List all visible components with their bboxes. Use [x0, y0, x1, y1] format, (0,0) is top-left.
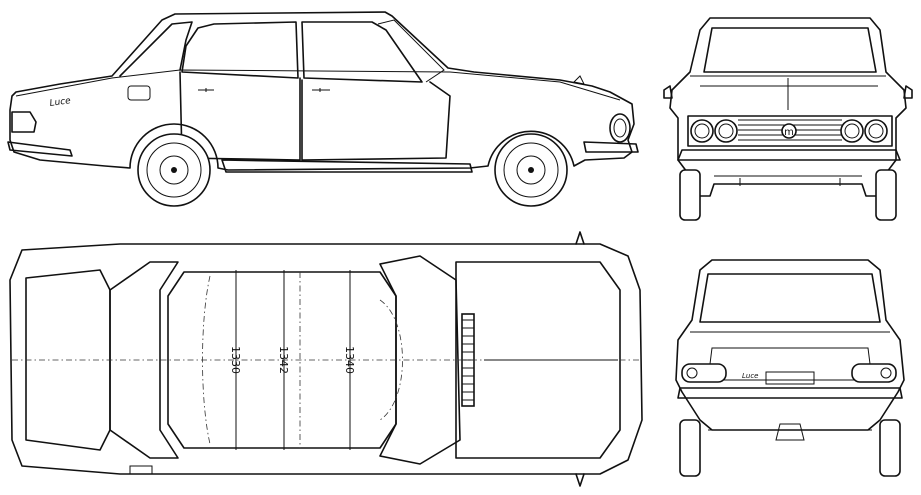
side-front-door-outline	[301, 79, 451, 161]
side-quarter-window	[377, 19, 445, 83]
top-dimension-1340: 1340	[343, 346, 356, 374]
top-body-outline	[9, 243, 643, 475]
top-rear-bumper-step	[129, 465, 153, 475]
rear-axle	[708, 423, 872, 441]
front-mirror-left	[663, 85, 673, 99]
front-grille	[687, 115, 893, 147]
front-headlights	[690, 119, 888, 143]
side-rear-door-window	[181, 21, 299, 79]
rear-body-outline	[675, 259, 905, 431]
front-grille-logo: m	[784, 127, 794, 138]
front-tyre-right	[875, 169, 897, 221]
front-view: m	[663, 17, 913, 221]
side-headlight	[609, 113, 631, 143]
rear-license-plate	[765, 371, 815, 385]
rear-tyre-left	[679, 419, 701, 477]
top-dimension-1330: 1330	[229, 346, 242, 374]
side-beltline	[15, 69, 621, 101]
top-dimension-1342: 1342	[277, 346, 290, 374]
rear-bumper	[677, 387, 903, 399]
rear-view: Luce	[675, 259, 905, 477]
side-headlight-inner	[613, 118, 627, 138]
front-mirror-right	[903, 85, 913, 99]
side-rear-door-outline	[179, 71, 301, 161]
top-door-handles	[190, 243, 330, 475]
top-windshield	[379, 255, 461, 465]
side-front-door-handle	[312, 88, 330, 92]
rear-badge: Luce	[742, 372, 759, 380]
front-windshield	[703, 27, 877, 73]
side-rear-wheel	[137, 133, 211, 207]
front-tyre-left	[679, 169, 701, 221]
side-taillight	[11, 111, 37, 133]
rear-window	[699, 273, 881, 323]
front-bumper	[677, 149, 901, 161]
side-body-outline	[9, 11, 635, 171]
side-front-bumper	[583, 141, 639, 153]
side-script-badge: Luce	[49, 96, 72, 109]
side-fuel-cap	[127, 85, 151, 101]
top-hood	[455, 261, 621, 459]
top-interior-rear-seat	[202, 275, 211, 445]
front-undercarriage	[714, 175, 862, 186]
side-mirror	[572, 75, 585, 85]
top-mirror-top	[575, 231, 585, 245]
top-rear-window	[109, 261, 179, 459]
front-body-outline	[669, 17, 907, 197]
front-grille-emblem	[781, 123, 797, 139]
side-rocker-trim	[221, 159, 473, 173]
side-view: Luce	[7, 11, 639, 207]
top-mirror-bottom	[575, 473, 585, 487]
rear-tyre-right	[879, 419, 901, 477]
side-front-wheel	[494, 133, 568, 207]
side-rear-door-handle	[198, 88, 214, 92]
side-rear-window	[119, 21, 193, 77]
front-hood-line	[690, 75, 886, 87]
rear-taillights	[681, 363, 897, 383]
side-rear-bumper	[7, 141, 73, 157]
side-front-door-window	[301, 21, 423, 83]
top-view: 1330 1342 1340	[9, 231, 643, 487]
